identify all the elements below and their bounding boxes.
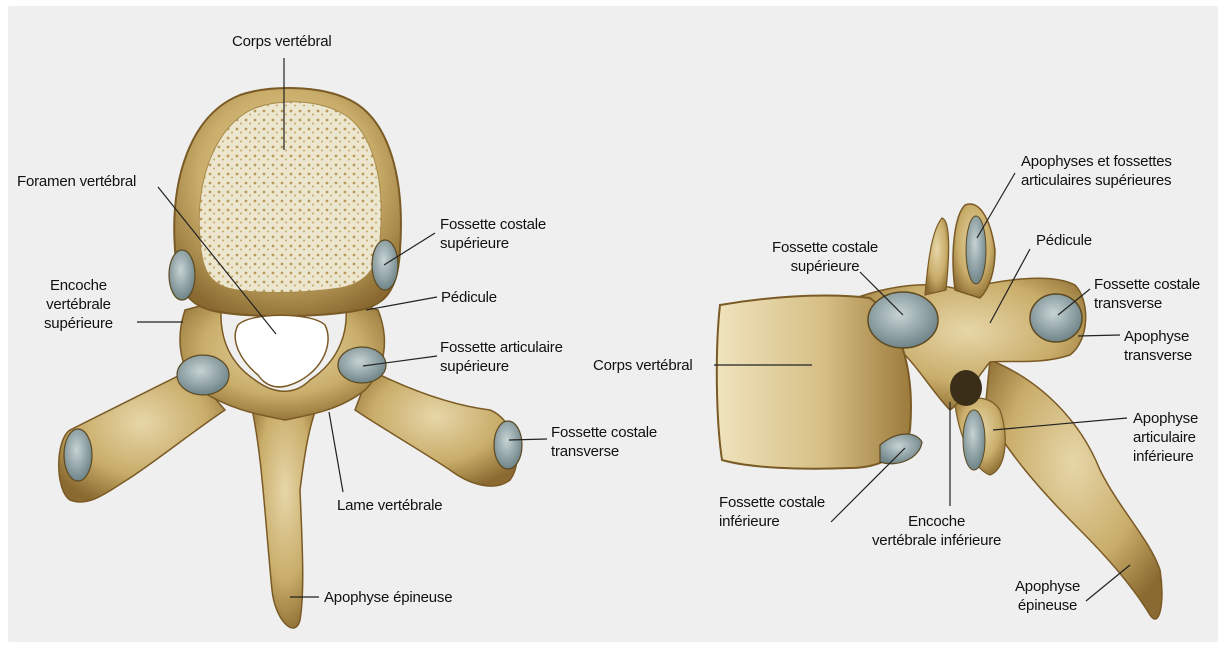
lateral-inferior-vertebral-notch	[950, 370, 982, 406]
label-corps-vertebral-right: Corps vertébral	[593, 356, 693, 375]
label-fossette-costale-inf: Fossette costale inférieure	[719, 493, 825, 531]
leader-apophyse-epineuse-right	[1086, 565, 1130, 601]
label-encoche-vertebrale-inf: Encoche vertébrale inférieure	[872, 512, 1001, 550]
label-apophyse-epineuse-left: Apophyse épineuse	[324, 588, 452, 607]
cancellous-bone-surface	[199, 102, 381, 293]
label-fossette-costale-sup-left: Fossette costale supérieure	[440, 215, 546, 253]
lateral-superior-articular-process-back	[925, 218, 949, 295]
right-transverse-costal-facet	[494, 421, 522, 469]
leader-apophyse-transverse	[1078, 335, 1120, 336]
label-corps-vertebral-sup: Corps vertébral	[232, 32, 332, 51]
lateral-superior-articular-facet	[966, 216, 986, 284]
label-fossette-costale-sup-right: Fossette costale supérieure	[772, 238, 878, 276]
label-pedicule-right: Pédicule	[1036, 231, 1092, 250]
right-transverse-process	[355, 370, 517, 486]
label-fossette-costale-transverse-right: Fossette costale transverse	[1094, 275, 1200, 313]
label-apophyse-transverse: Apophyse transverse	[1124, 327, 1192, 365]
lateral-inferior-articular-facet	[963, 410, 985, 470]
leader-lame-vertebrale	[329, 412, 343, 492]
label-apophyses-articulaires-sup: Apophyses et fossettes articulaires supé…	[1021, 152, 1172, 190]
label-encoche-vertebrale-sup: Encoche vertébrale supérieure	[44, 276, 113, 333]
spinous-process	[250, 400, 320, 628]
label-apophyse-articulaire-inf: Apophyse articulaire inférieure	[1133, 409, 1198, 466]
right-superior-articular-facet	[338, 347, 386, 383]
left-transverse-costal-facet	[64, 429, 92, 481]
left-superior-costal-facet	[169, 250, 195, 300]
leader-apophyses-articulaires-sup	[977, 173, 1015, 238]
label-foramen-vertebral: Foramen vertébral	[17, 172, 136, 191]
lateral-superior-costal-facet	[868, 292, 938, 348]
label-apophyse-epineuse-right: Apophyse épineuse	[1015, 577, 1080, 615]
left-superior-articular-facet	[177, 355, 229, 395]
label-pedicule-left: Pédicule	[441, 288, 497, 307]
label-fossette-articulaire-sup: Fossette articulaire supérieure	[440, 338, 563, 376]
label-lame-vertebrale: Lame vertébrale	[337, 496, 442, 515]
label-fossette-costale-transverse-left: Fossette costale transverse	[551, 423, 657, 461]
